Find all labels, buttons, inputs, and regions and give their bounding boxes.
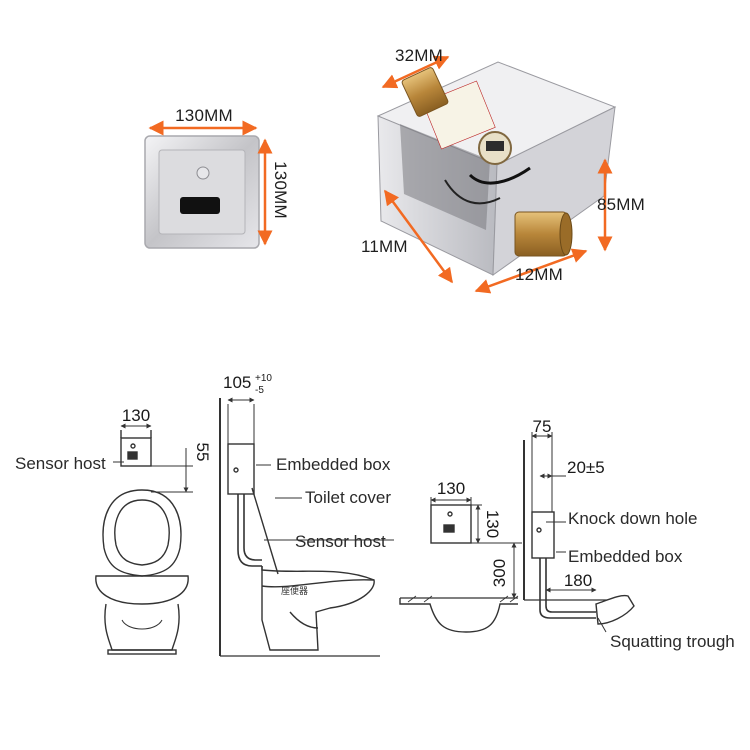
- squat-trough-label: Squatting trough: [610, 632, 735, 651]
- squat-front-height: 130: [483, 510, 502, 538]
- box-height-dimension: 85MM: [597, 158, 645, 252]
- toilet-front-view: [95, 423, 193, 655]
- squat-knock-label: Knock down hole: [568, 509, 697, 528]
- toilet-side-view: [219, 397, 394, 657]
- squat-front-view: [399, 497, 522, 633]
- squat-embedded-box-label: Embedded box: [568, 547, 683, 566]
- toilet-front-width: 130: [122, 406, 150, 425]
- sensor-window: [180, 197, 220, 214]
- box-depth-label: 11MM: [361, 237, 408, 256]
- toilet-embedded-box-label: Embedded box: [276, 455, 391, 474]
- box-height-label: 85MM: [597, 195, 645, 214]
- box-inlet-dimension: 32MM: [381, 46, 450, 89]
- embedded-box-photo: [376, 61, 617, 276]
- toilet-side-offset: 105: [223, 373, 251, 392]
- toilet-side-offset-sup: +10: [255, 373, 272, 384]
- squat-side-gap: 20±5: [567, 458, 605, 477]
- toilet-bowl-text: 座便器: [281, 585, 308, 597]
- box-depth-dimension: 11MM: [361, 189, 454, 284]
- panel-width-label: 130MM: [175, 106, 233, 125]
- box-outlet-label: 12MM: [515, 265, 563, 284]
- toilet-side-offset-sub: -5: [255, 385, 264, 396]
- squat-pipe-length: 180: [564, 571, 592, 590]
- box-inlet-label: 32MM: [395, 46, 443, 65]
- squat-mount-height: 300: [490, 559, 509, 587]
- panel-height-label: 130MM: [271, 161, 290, 219]
- toilet-sensor-label: Sensor host: [15, 454, 106, 473]
- squat-front-width: 130: [437, 479, 465, 498]
- sensor-panel-photo: [144, 135, 260, 249]
- box-outlet-dimension: 12MM: [474, 248, 588, 294]
- sensor-host-box-front: [120, 437, 152, 467]
- panel-height-dimension: 130MM: [257, 138, 290, 246]
- sensor-host-box-squat: [430, 504, 472, 544]
- embedded-box-side: [227, 443, 255, 495]
- panel-width-dimension: 130MM: [148, 106, 258, 136]
- toilet-sensor-host-label: Sensor host: [295, 532, 386, 551]
- toilet-front-height: 55: [193, 443, 212, 462]
- embedded-box-squat: [531, 511, 555, 559]
- flush-button-icon: [196, 166, 210, 180]
- squat-side-view: [523, 432, 635, 633]
- squat-side-top: 75: [533, 417, 552, 436]
- toilet-cover-label: Toilet cover: [305, 488, 391, 507]
